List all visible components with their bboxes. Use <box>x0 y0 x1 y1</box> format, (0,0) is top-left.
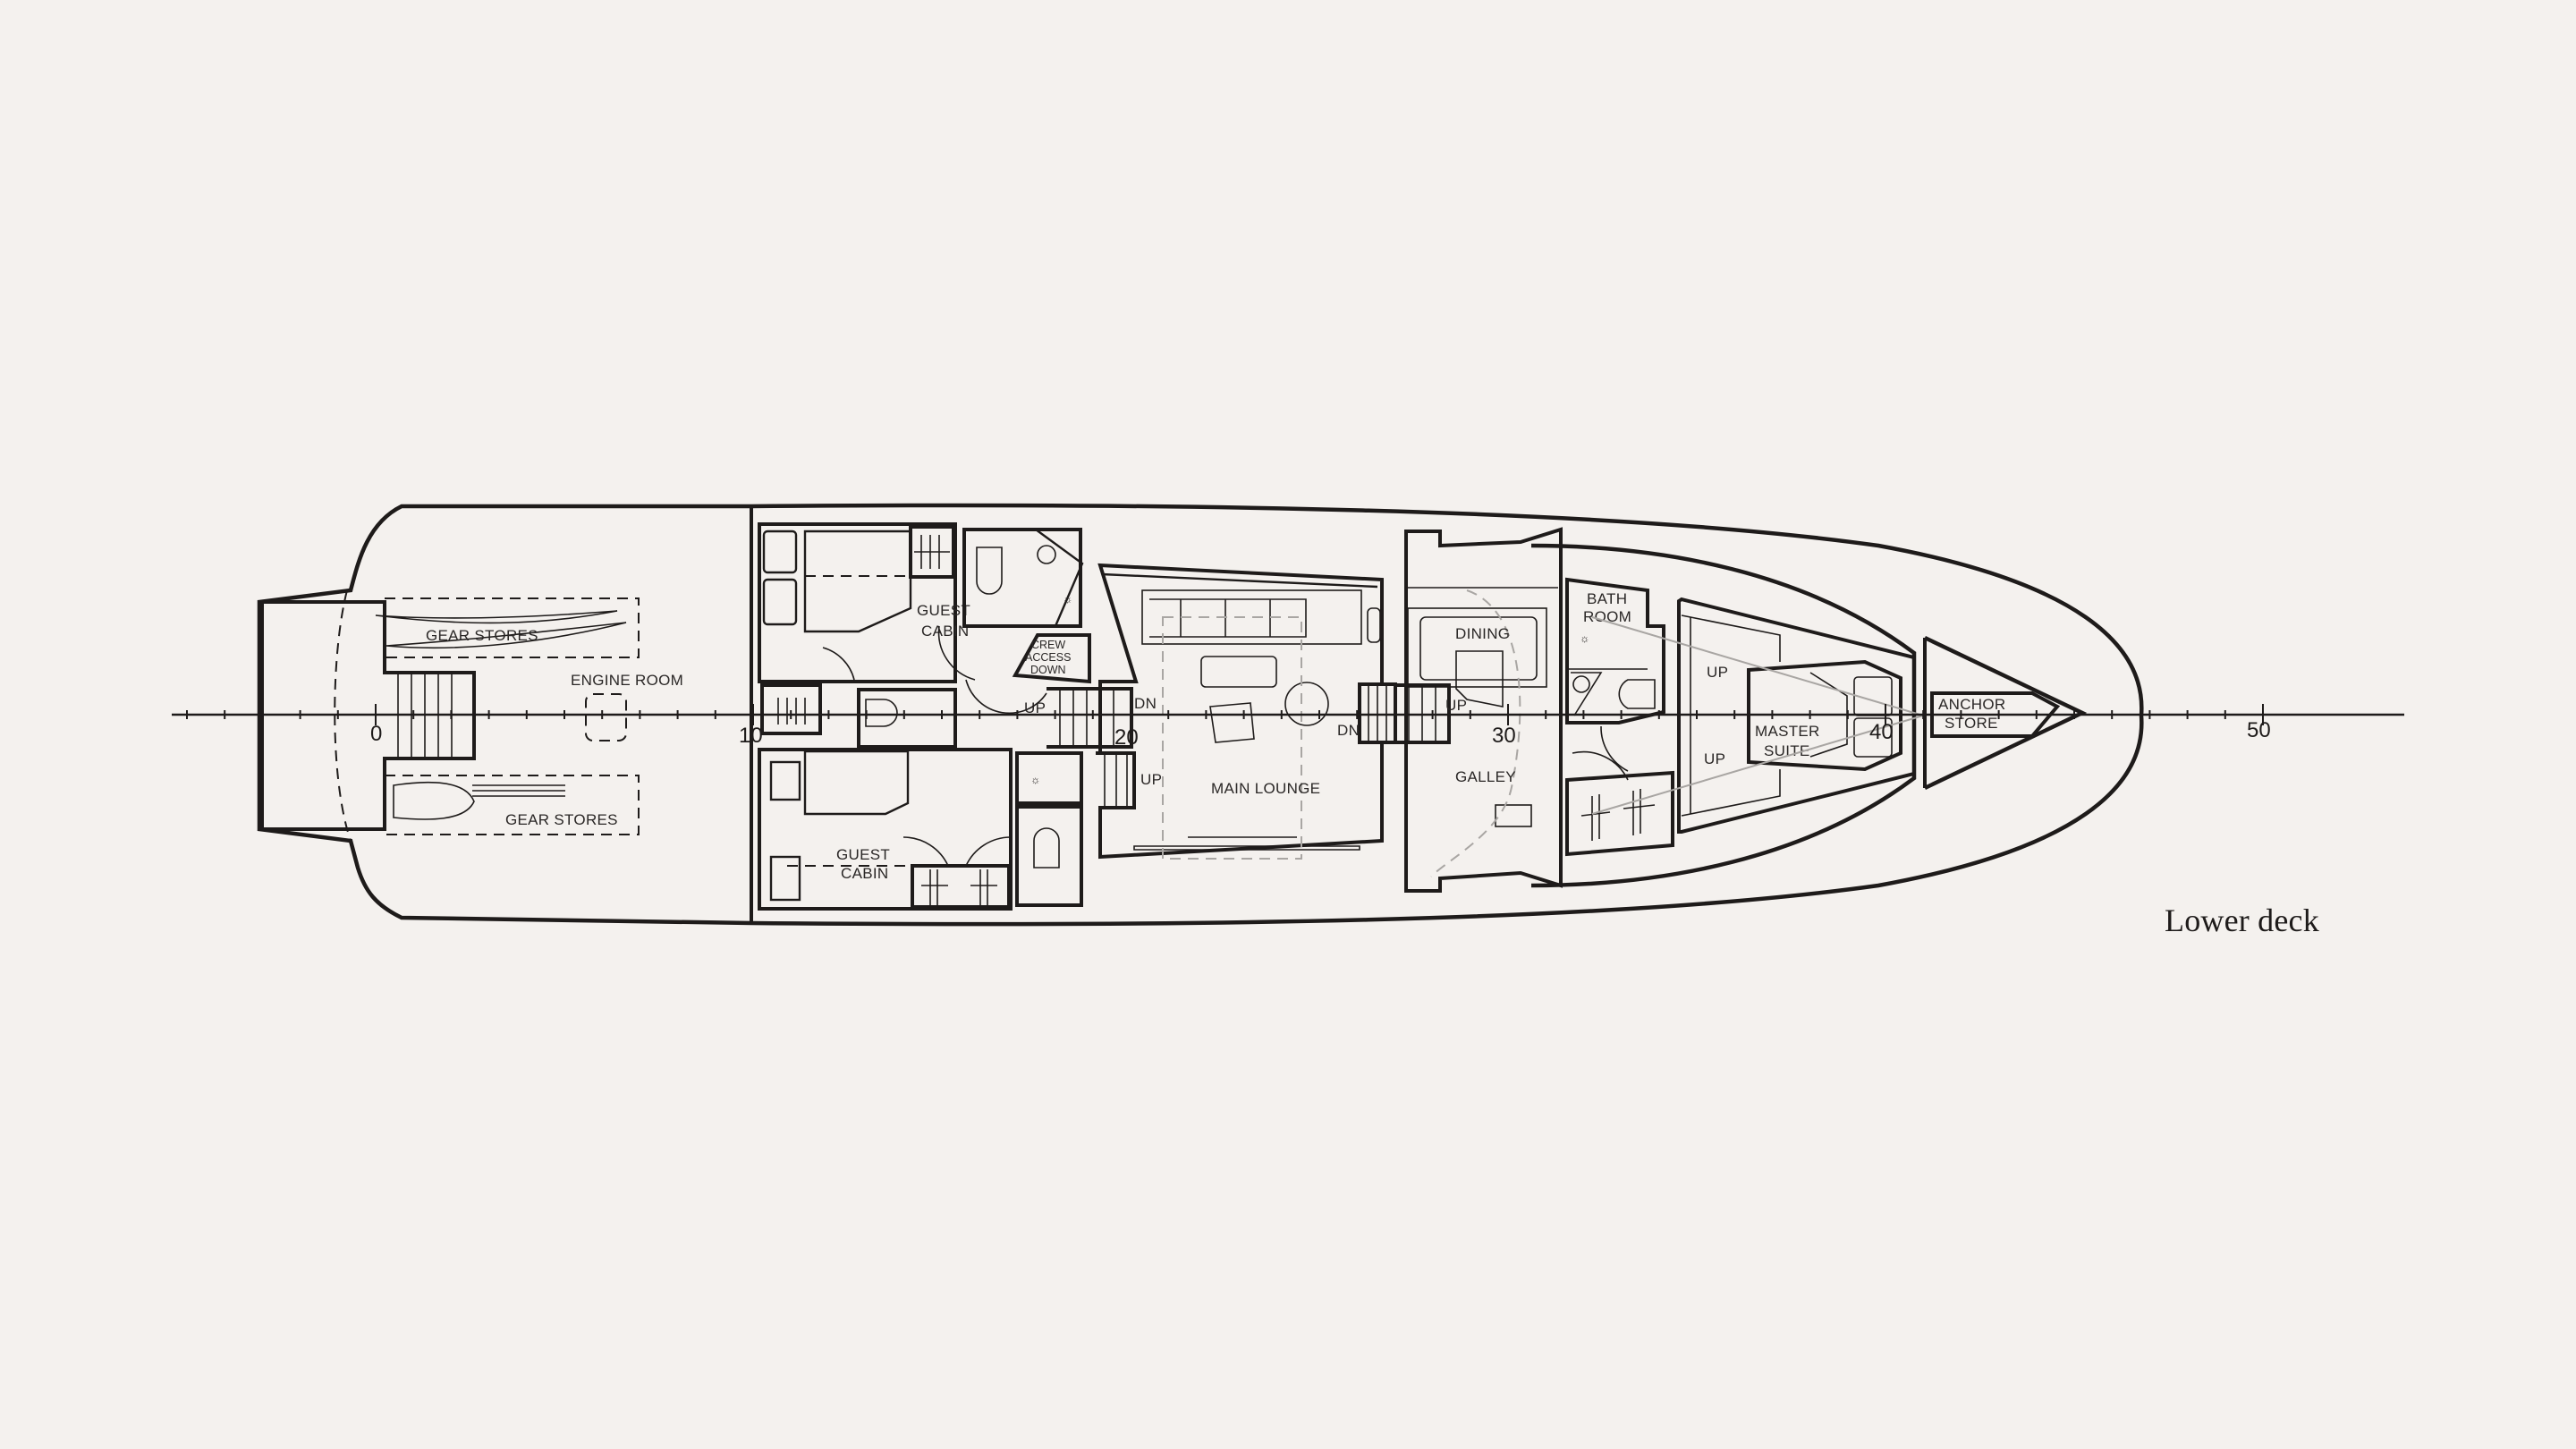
sight-lines <box>1591 616 1924 815</box>
svg-text:UP: UP <box>1140 771 1162 788</box>
svg-text:☼: ☼ <box>1580 632 1589 645</box>
svg-text:MAIN LOUNGE: MAIN LOUNGE <box>1211 780 1320 797</box>
svg-text:☼: ☼ <box>1063 593 1072 606</box>
svg-text:UP: UP <box>1024 699 1046 716</box>
bathroom: ☼ BATH ROOM <box>1565 577 1665 724</box>
anchor-store: ANCHOR STORE <box>1923 635 2088 791</box>
engine-room: ENGINE ROOM <box>571 672 683 741</box>
deck-caption: Lower deck <box>2165 902 2319 938</box>
svg-text:UP: UP <box>1445 697 1467 714</box>
svg-text:UP: UP <box>1704 750 1725 767</box>
svg-text:ANCHOR: ANCHOR <box>1938 696 2005 713</box>
gear-stores-port: GEAR STORES <box>375 597 640 658</box>
svg-text:ACCESS: ACCESS <box>1025 651 1071 664</box>
wardrobe-galley <box>1565 725 1674 857</box>
guest-cabin-upper: GUEST CABIN <box>758 522 970 683</box>
svg-text:CREW: CREW <box>1031 639 1065 651</box>
guest-cabin-lower: GUEST CABIN <box>758 748 1013 911</box>
svg-text:CABIN: CABIN <box>841 865 888 882</box>
svg-text:GALLEY: GALLEY <box>1455 768 1516 785</box>
svg-text:GUEST: GUEST <box>836 846 890 863</box>
svg-text:BATH: BATH <box>1587 590 1627 607</box>
scale-axis: 0 10 20 30 40 50 <box>172 704 2404 750</box>
svg-text:30: 30 <box>1492 724 1516 748</box>
svg-text:20: 20 <box>1114 725 1139 750</box>
upper-head: ☼ <box>962 528 1084 628</box>
crew-access-down: CREW ACCESS DOWN UP <box>1012 633 1091 716</box>
svg-text:UP: UP <box>1707 664 1728 681</box>
gear-stores-starboard: GEAR STORES <box>384 775 640 835</box>
svg-text:CABIN: CABIN <box>921 623 969 640</box>
svg-text:GEAR STORES: GEAR STORES <box>426 627 538 644</box>
svg-text:40: 40 <box>1869 720 1894 744</box>
svg-text:☼: ☼ <box>1030 774 1040 786</box>
svg-text:GUEST: GUEST <box>917 602 970 619</box>
svg-text:MASTER: MASTER <box>1755 723 1820 740</box>
dining-galley: DINING UP GALLEY <box>1395 527 1563 893</box>
svg-text:DOWN: DOWN <box>1030 664 1066 676</box>
svg-text:GEAR STORES: GEAR STORES <box>505 811 618 828</box>
svg-text:STORE: STORE <box>1945 715 1998 732</box>
lower-head: ☼ <box>1015 751 1083 907</box>
svg-text:10: 10 <box>739 724 763 748</box>
svg-text:DN: DN <box>1337 722 1360 739</box>
main-lounge: UP MAIN LOUNGE DN <box>1096 563 1384 860</box>
svg-text:ROOM: ROOM <box>1583 608 1631 625</box>
svg-text:50: 50 <box>2247 718 2271 742</box>
svg-text:0: 0 <box>370 722 382 746</box>
guest-head-center <box>760 683 957 749</box>
svg-text:DINING: DINING <box>1455 625 1510 642</box>
svg-text:ENGINE ROOM: ENGINE ROOM <box>571 672 683 689</box>
stairs-lounge-forward <box>1360 682 1397 744</box>
spiral-stair <box>937 625 1047 715</box>
svg-text:SUITE: SUITE <box>1764 742 1810 759</box>
svg-text:DN: DN <box>1134 695 1157 712</box>
